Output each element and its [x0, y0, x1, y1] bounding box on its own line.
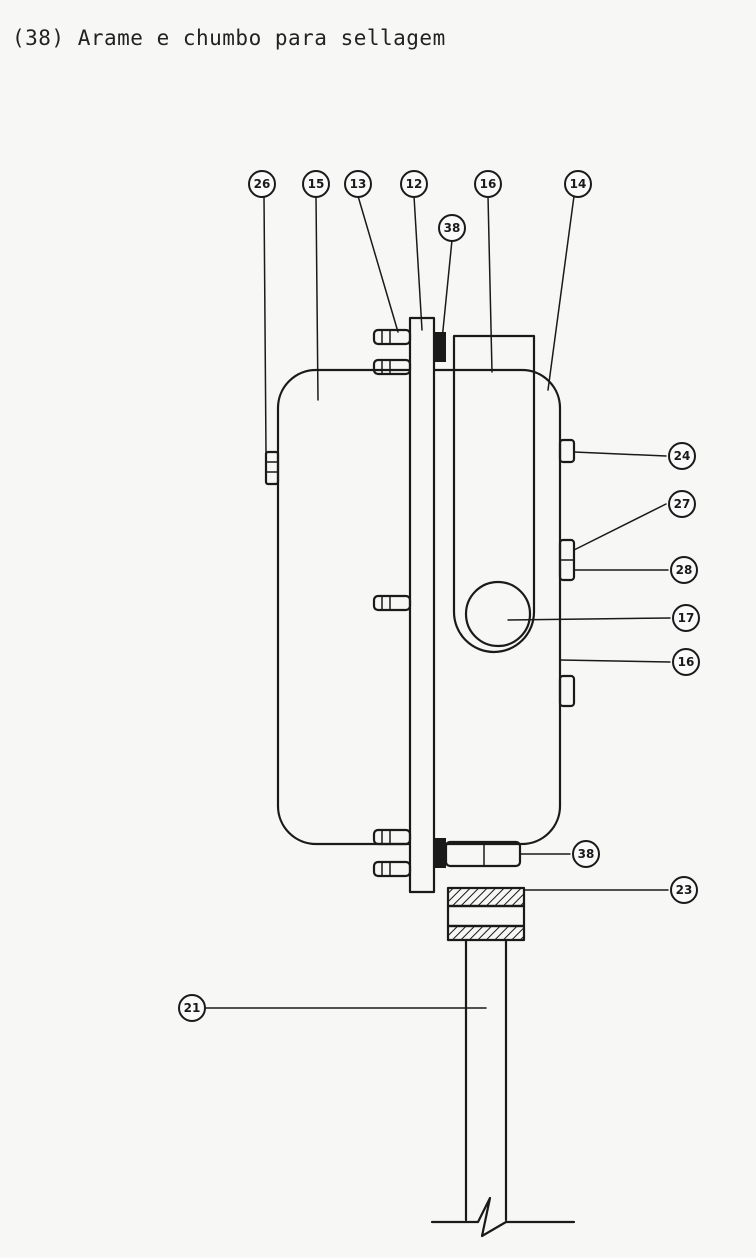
- callout-16-top: 16: [474, 170, 502, 198]
- center-plate: [408, 316, 436, 894]
- cable: [430, 938, 576, 1238]
- callout-24: 24: [668, 442, 696, 470]
- callout-21: 21: [178, 994, 206, 1022]
- svg-text:27: 27: [674, 497, 691, 511]
- svg-text:16: 16: [480, 177, 497, 191]
- cable-gland: [446, 886, 526, 942]
- middle-bolt: [372, 594, 412, 612]
- callout-15: 15: [302, 170, 330, 198]
- svg-text:28: 28: [676, 563, 693, 577]
- callout-23: 23: [670, 876, 698, 904]
- callout-28: 28: [670, 556, 698, 584]
- svg-text:14: 14: [570, 177, 587, 191]
- svg-text:16: 16: [678, 655, 695, 669]
- svg-text:26: 26: [254, 177, 271, 191]
- callout-38-bottom: 38: [572, 840, 600, 868]
- callout-14: 14: [564, 170, 592, 198]
- svg-text:23: 23: [676, 883, 693, 897]
- leader-lines: [205, 195, 671, 1009]
- figure-caption: (38) Arame e chumbo para sellagem: [12, 26, 446, 50]
- callout-13: 13: [344, 170, 372, 198]
- callout-26: 26: [248, 170, 276, 198]
- top-bolts: [372, 328, 446, 376]
- side-screws-right: [558, 438, 576, 708]
- svg-text:13: 13: [350, 177, 367, 191]
- callout-38-top: 38: [438, 214, 466, 242]
- svg-text:12: 12: [406, 177, 423, 191]
- svg-text:24: 24: [674, 449, 691, 463]
- svg-text:21: 21: [184, 1001, 201, 1015]
- bottom-bolts: [372, 828, 446, 878]
- side-screw-left: [264, 450, 280, 486]
- svg-text:38: 38: [444, 221, 461, 235]
- callout-16-right: 16: [672, 648, 700, 676]
- callout-17: 17: [672, 604, 700, 632]
- callout-27: 27: [668, 490, 696, 518]
- svg-text:15: 15: [308, 177, 325, 191]
- callout-12: 12: [400, 170, 428, 198]
- pivot-hole: [464, 580, 532, 648]
- bottom-connector: [444, 840, 522, 868]
- svg-text:17: 17: [678, 611, 695, 625]
- svg-text:38: 38: [578, 847, 595, 861]
- lever-arm: [452, 334, 536, 654]
